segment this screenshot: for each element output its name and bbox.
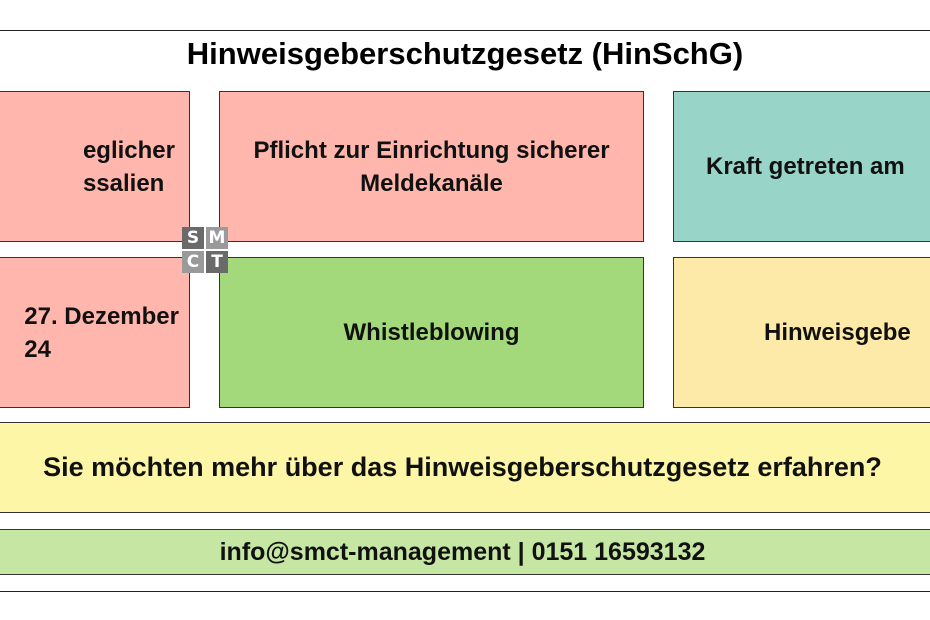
contact-text: info@smct-management | 0151 16593132 [219,537,706,566]
smct-logo: S M C T [182,227,228,273]
tile-line: Kraft getreten am [706,153,905,180]
tile-line: 27. Dezember [24,302,179,330]
tile-line: Hinweisgebe [764,319,911,346]
tile-date: 27. Dezember 24 [0,257,190,408]
tile-line: Whistleblowing [343,319,520,346]
tile-line: ssalien [82,169,165,197]
question-text: Sie möchten mehr über das Hinweisgebersc… [43,452,882,482]
logo-letter: M [206,227,228,249]
contact-bar[interactable]: info@smct-management | 0151 16593132 [0,529,930,575]
tile-whistleblower: Hinweisgebe [673,257,930,408]
tile-line: 24 [24,335,51,363]
page-title: Hinweisgeberschutzgesetz (HinSchG) [186,36,744,71]
tile-line: Meldekanäle [360,169,503,197]
tile-line: eglicher [82,136,175,164]
tile-in-force: Kraft getreten am [673,91,930,242]
tile-whistleblowing: Whistleblowing [219,257,644,408]
tile-line: Pflicht zur Einrichtung sicherer [253,136,610,164]
logo-letter: T [206,251,228,273]
tile-reporting-channels: Pflicht zur Einrichtung sicherer Meldeka… [219,91,644,242]
question-banner[interactable]: Sie möchten mehr über das Hinweisgebersc… [0,422,930,513]
tile-insolvency: eglicher ssalien [0,91,190,242]
logo-letter: C [182,251,204,273]
logo-letter: S [182,227,204,249]
content-frame [0,30,930,592]
